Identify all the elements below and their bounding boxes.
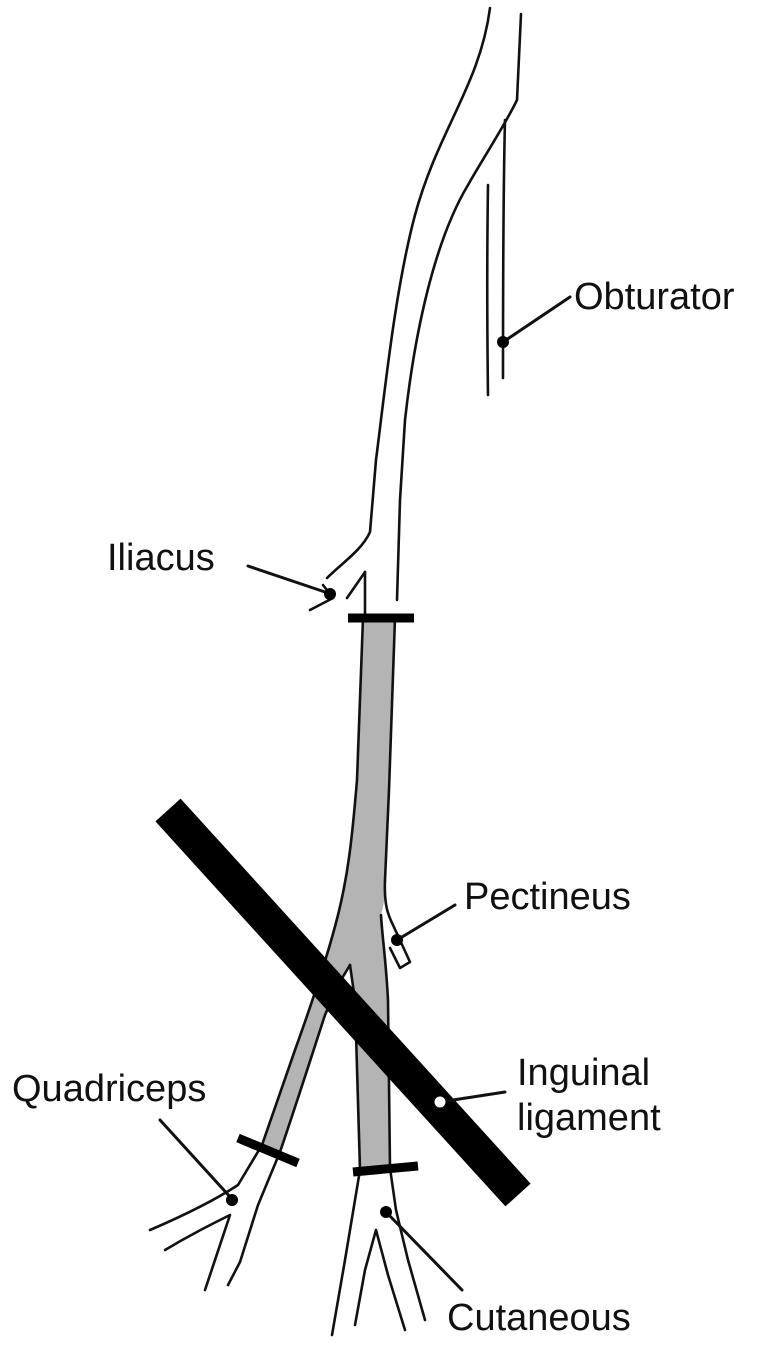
inguinal-label-line1: Inguinal	[517, 1052, 650, 1094]
cutaneous-dot	[380, 1206, 392, 1218]
inguinal-ligament-bar	[168, 810, 518, 1195]
pectineus-leader	[397, 905, 455, 940]
inguinal-label-line2: ligament	[517, 1097, 661, 1139]
cutaneous-branch-c	[355, 1230, 405, 1330]
iliacus-dot	[324, 588, 336, 600]
quadriceps-branch-right-outline	[228, 1152, 280, 1285]
iliacus-branch-inner	[347, 572, 365, 598]
iliacus-label: Iliacus	[107, 537, 215, 579]
iliacus-leader	[248, 566, 328, 593]
cutaneous-branch-a	[332, 1170, 360, 1335]
cutaneous-label: Cutaneous	[447, 1297, 631, 1339]
pectineus-branch-outline	[385, 880, 410, 968]
obturator-nerve-left-outline	[487, 185, 488, 395]
cutaneous-block-bar	[353, 1166, 418, 1172]
quadriceps-leader	[160, 1120, 232, 1199]
pectineus-label: Pectineus	[464, 876, 631, 918]
quadriceps-branch-mid-outline	[165, 1215, 230, 1290]
pectineus-dot	[391, 934, 403, 946]
quadriceps-branch-left-outline	[150, 1145, 262, 1230]
inguinal-dot	[434, 1096, 446, 1108]
obturator-dot	[497, 336, 509, 348]
obturator-leader	[503, 297, 570, 342]
quadriceps-dot	[226, 1194, 238, 1206]
obturator-label: Obturator	[574, 276, 735, 318]
femoral-nerve-left-outline	[327, 8, 490, 578]
quadriceps-label: Quadriceps	[12, 1068, 206, 1110]
cutaneous-leader	[386, 1212, 462, 1290]
